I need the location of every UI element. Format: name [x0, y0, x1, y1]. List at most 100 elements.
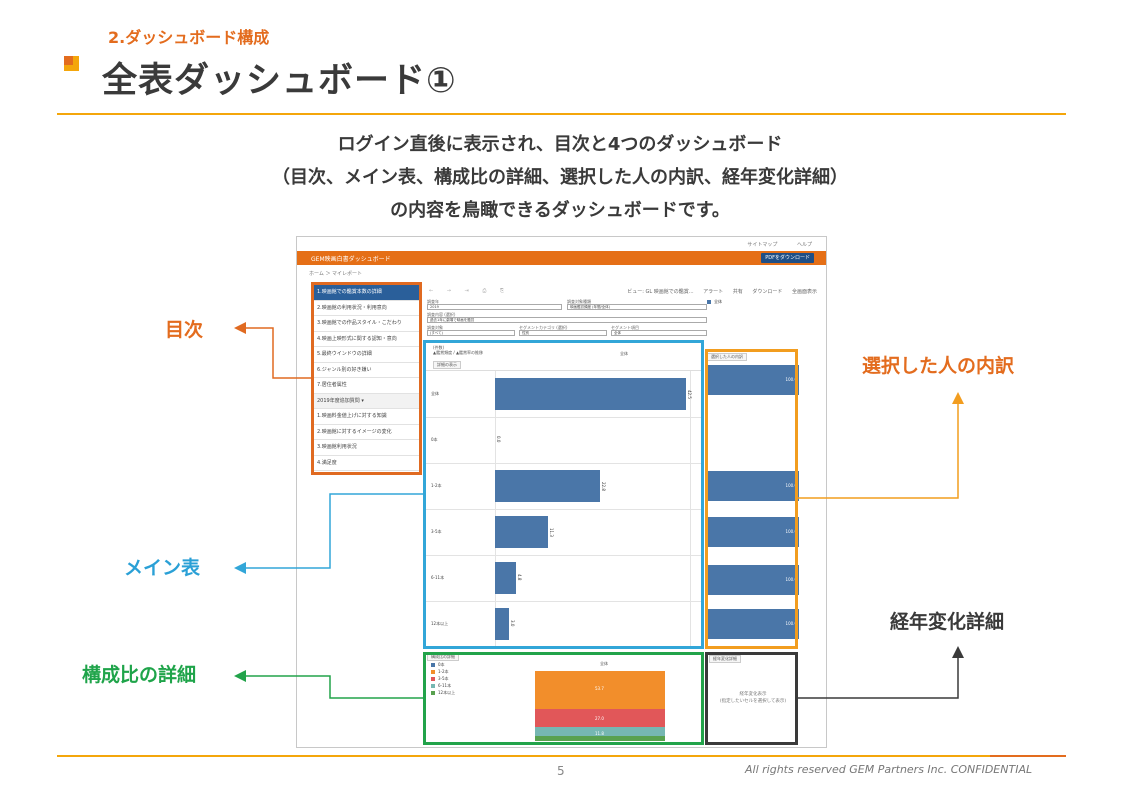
content-filter[interactable]: 過去1年に劇場で映画を鑑賞 [427, 317, 707, 323]
detail-bar-value: 100.0 [785, 377, 797, 382]
composition-callout: 構成比の詳細 [82, 664, 197, 686]
main-table-callout: メイン表 [124, 557, 201, 579]
row-label: 1-2本 [431, 483, 442, 488]
toc-item[interactable]: 4.満足度 [312, 456, 420, 471]
fullscreen-button[interactable]: 全画面表示 [791, 289, 817, 295]
legend-label: 3-5本 [438, 676, 449, 681]
main-table-highlight [423, 340, 704, 649]
title-bullet-icon [64, 56, 88, 80]
trend-highlight [705, 652, 798, 745]
detail-bar[interactable]: 100.0 [707, 609, 799, 639]
main-bar[interactable] [495, 378, 687, 410]
composition-highlight [423, 652, 704, 745]
target-filter-label: 調査対象 [427, 325, 443, 330]
year-filter[interactable]: 2019 [427, 304, 562, 310]
row-label: 全体 [431, 391, 439, 396]
row-divider [425, 601, 703, 602]
composition-legend-item: 1-2本 [431, 668, 455, 675]
page-number: 5 [557, 764, 565, 778]
intro-line-3: の内容を鳥瞰できるダッシュボードです。 [390, 200, 730, 221]
composition-segment[interactable] [535, 735, 665, 741]
main-bar[interactable] [495, 516, 548, 548]
download-button[interactable]: ダウンロード [752, 289, 783, 295]
toc-item[interactable]: 2.映画館に対するイメージの変化 [312, 425, 420, 440]
toc-item[interactable]: 1.映画料金値上げに対する知識 [312, 409, 420, 425]
detail-bar[interactable]: 100.0 [707, 365, 799, 395]
trend-message-line-1: 経年変化表示 [739, 692, 767, 697]
toc-item[interactable]: 3.映画館利用状況 [312, 440, 420, 456]
toc-item[interactable]: 2.映画館の利用状況・利用意向 [312, 301, 420, 316]
year-filter-label: 調査年 [427, 299, 439, 304]
composition-segment[interactable]: 53.7 [535, 671, 665, 709]
legend-swatch [431, 670, 435, 674]
toc-list: 1.映画館での鑑賞本数の詳細 2.映画館の利用状況・利用意向 3.映画館での作品… [312, 285, 420, 471]
legend-label: 全体 [714, 299, 722, 304]
toc-item[interactable]: 3.映画館での作品スタイル・こだわり [312, 316, 420, 332]
detail-bar-value: 100.0 [785, 621, 797, 626]
main-bar[interactable] [495, 562, 517, 594]
detail-bar[interactable]: 100.0 [707, 517, 799, 547]
copyright: All rights reserved GEM Partners Inc. CO… [745, 763, 1033, 776]
segment-filter-label: セグメントカテゴリ (選択) [519, 325, 568, 330]
detail-view-tab[interactable]: 詳細の表示 [433, 361, 461, 369]
composition-segment[interactable]: 11.8 [535, 727, 665, 736]
intro-text: ログイン直後に表示され、目次と4つのダッシュボード （目次、メイン表、構成比の詳… [140, 128, 980, 227]
detail-bar[interactable]: 100.0 [707, 565, 799, 595]
legend-label: 6-11本 [438, 683, 452, 688]
title-divider [57, 113, 1066, 115]
main-column-header: 全体 [620, 351, 628, 356]
sitemap-link[interactable]: サイトマップ [747, 242, 778, 248]
toc-group-header[interactable]: 2019年度追加質問 ▾ [312, 393, 420, 409]
alert-button[interactable]: アラート [703, 289, 724, 295]
toc-item[interactable]: 5.最終ウインドウの詳細 [312, 347, 420, 363]
composition-segment[interactable]: 27.0 [535, 708, 665, 728]
type-filter-label: 調査対象種類 [567, 299, 591, 304]
segment-filter[interactable]: 性別 [519, 330, 607, 336]
filter-panel: 調査年 2019 調査対象種類 映画鑑賞頻度 (年間/全体) 調査内容 (選択)… [427, 299, 709, 338]
trend-message: 経年変化表示 (指定したいセルを選択して表示) [713, 691, 793, 705]
legend-swatch [431, 663, 435, 667]
row-divider [425, 463, 703, 464]
legend-label: 12本以上 [438, 690, 456, 695]
content-filter-label: 調査内容 (選択) [427, 312, 456, 317]
segment-item-filter[interactable]: 全体 [611, 330, 707, 336]
main-table-header: (件数) ▲鑑賞頻度 / ▲鑑賞率の推移 詳細の表示 全体 [425, 341, 703, 371]
breadcrumb: ホーム ＞ マイレポート [309, 271, 363, 277]
toc-item[interactable]: 7.居住者属性 [312, 378, 420, 394]
row-label: 12本以上 [431, 621, 449, 626]
legend-label: 0本 [438, 662, 445, 667]
legend-swatch [431, 691, 435, 695]
trend-detail: 経年変化詳細 経年変化表示 (指定したいセルを選択して表示) [709, 655, 797, 745]
legend-swatch [431, 684, 435, 688]
trend-tab[interactable]: 経年変化詳細 [709, 655, 741, 663]
row-divider [425, 417, 703, 418]
detail-callout: 選択した人の内訳 [862, 355, 1015, 377]
main-bar[interactable] [495, 608, 509, 640]
view-button[interactable]: ビュー: GL 映画館での鑑賞... [627, 289, 694, 295]
type-filter[interactable]: 映画鑑賞頻度 (年間/全体) [567, 304, 707, 310]
legend-label: 1-2本 [438, 669, 449, 674]
target-filter[interactable]: (すべて) [427, 330, 515, 336]
detail-bar[interactable]: 100.0 [707, 471, 799, 501]
toc-item[interactable]: 6.ジャンル別の好き嫌い [312, 363, 420, 378]
intro-line-2: （目次、メイン表、構成比の詳細、選択した人の内訳、経年変化詳細） [272, 167, 848, 188]
legend-swatch [707, 300, 711, 304]
help-link[interactable]: ヘルプ [796, 242, 812, 248]
main-bar[interactable] [495, 470, 601, 502]
dashboard-screenshot: サイトマップ ヘルプ GEM映画白書ダッシュボード PDFをダウンロード ホーム… [296, 236, 827, 748]
detail-bar-value: 100.0 [785, 529, 797, 534]
pdf-download-button[interactable]: PDFをダウンロード [761, 253, 814, 263]
toc-item[interactable]: 1.映画館での鑑賞本数の詳細 [312, 285, 420, 301]
legend-top: 全体 [707, 299, 722, 305]
share-button[interactable]: 共有 [732, 289, 743, 295]
row-label: 0本 [431, 437, 438, 442]
composition-column-header: 全体 [600, 661, 608, 666]
composition-legend-item: 12本以上 [431, 689, 455, 696]
footer-divider [57, 755, 1066, 757]
toc-item[interactable]: 4.映画上映形式に関する認知・意向 [312, 332, 420, 347]
slide-title: 全表ダッシュボード① [102, 61, 457, 101]
segment-item-filter-label: セグメント項目 [611, 325, 639, 330]
undo-redo-icons[interactable]: ← → ⇥ ⎙ ⎘ [429, 288, 510, 294]
row-label: 3-5本 [431, 529, 442, 534]
